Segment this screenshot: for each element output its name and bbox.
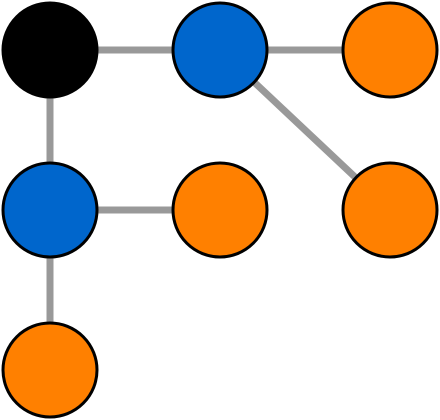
node-internal-n2 [171, 1, 269, 99]
node-root-n1 [1, 1, 99, 99]
node-leaf-n3 [341, 1, 439, 99]
node-internal-n4 [1, 161, 99, 259]
node-leaf-n5 [171, 161, 269, 259]
node-leaf-n7 [1, 321, 99, 419]
node-leaf-n6 [341, 161, 439, 259]
